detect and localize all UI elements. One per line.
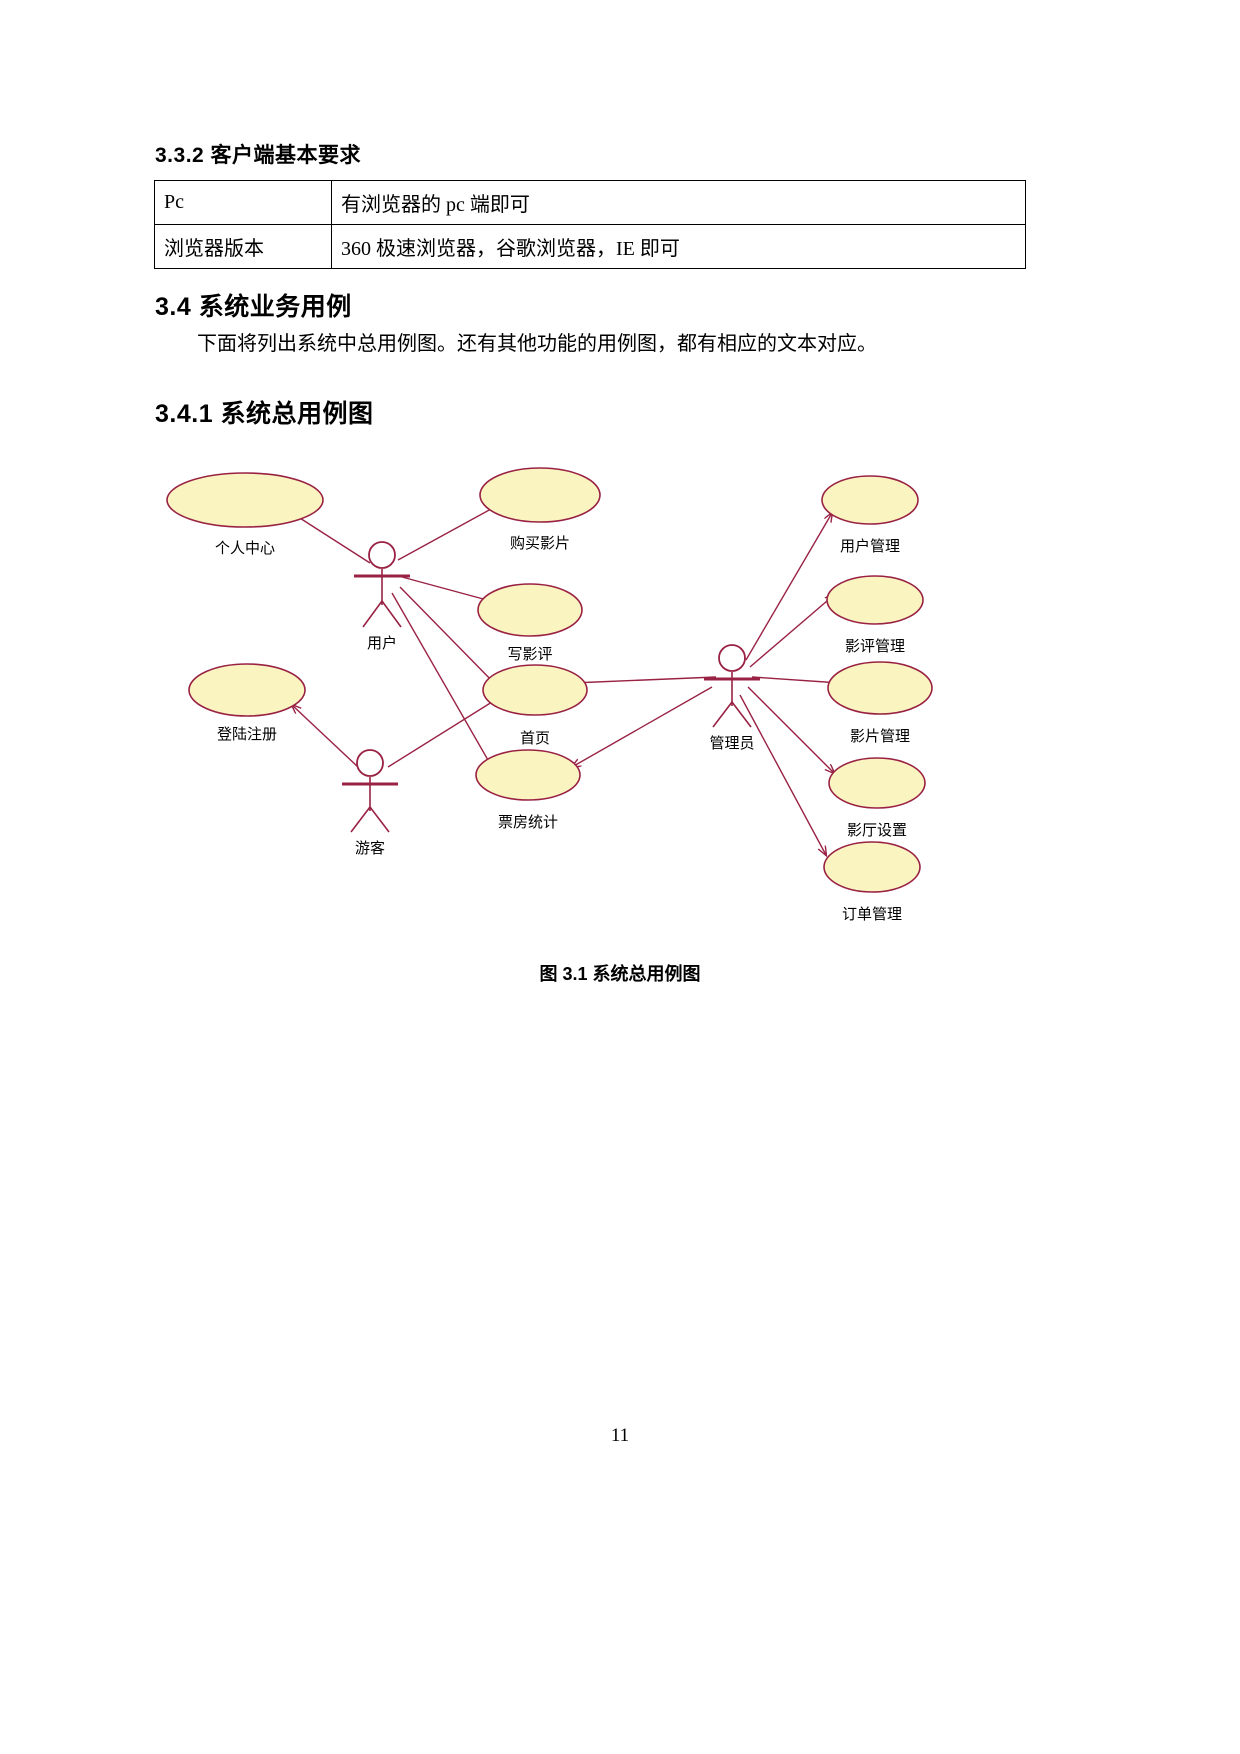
figure-caption: 图 3.1 系统总用例图: [539, 964, 701, 984]
label-review-manage: 影评管理: [845, 638, 905, 655]
link-admin-user-manage: [745, 513, 832, 661]
link-admin-review-manage: [749, 595, 834, 668]
label-actor-user: 用户: [367, 635, 397, 652]
use-case-ovals: [166, 467, 933, 893]
usecase-oval-personal-center: [166, 472, 324, 528]
usecase-oval-order-manage: [823, 841, 921, 893]
label-home-page: 首页: [520, 730, 550, 747]
table-row: 浏览器版本 360 极速浏览器，谷歌浏览器，IE 即可: [154, 224, 1026, 269]
diagram-labels: 个人中心 购买影片 写影评 登陆注册 首页 票房统计 用户管理 影评管理 影片管…: [215, 535, 910, 923]
actor-admin: [704, 644, 760, 728]
table-cell-label: 浏览器版本: [154, 224, 332, 269]
heading-3-4: 3.4 系统业务用例: [155, 293, 352, 321]
link-admin-movie-manage: [751, 676, 840, 683]
actor-user: [354, 541, 410, 628]
usecase-oval-hall-setting: [828, 757, 926, 809]
link-user-buy-movie: [397, 503, 502, 561]
link-user-home-page: [399, 586, 498, 687]
usecase-oval-movie-manage: [827, 661, 933, 715]
link-user-box-office: [391, 592, 492, 767]
label-user-manage: 用户管理: [840, 538, 900, 555]
label-buy-movie: 购买影片: [510, 535, 570, 552]
table-cell-value: 有浏览器的 pc 端即可: [331, 180, 1026, 225]
link-admin-box-office: [572, 686, 713, 767]
link-user-personal-center: [292, 513, 371, 564]
usecase-oval-home-page: [482, 664, 588, 716]
section-paragraph: 下面将列出系统中总用例图。还有其他功能的用例图，都有相应的文本对应。: [197, 333, 877, 355]
label-hall-setting: 影厅设置: [847, 822, 907, 839]
usecase-oval-buy-movie: [479, 467, 601, 523]
use-case-diagram: 个人中心 购买影片 写影评 登陆注册 首页 票房统计 用户管理 影评管理 影片管…: [120, 455, 1120, 945]
label-login-register: 登陆注册: [217, 726, 277, 743]
table-row: Pc 有浏览器的 pc 端即可: [154, 180, 1026, 225]
heading-3-4-1: 3.4.1 系统总用例图: [155, 400, 374, 428]
label-movie-manage: 影片管理: [850, 728, 910, 745]
link-guest-home-page: [387, 697, 500, 768]
usecase-oval-box-office: [475, 749, 581, 801]
table-cell-label: Pc: [154, 180, 332, 225]
label-box-office: 票房统计: [498, 814, 558, 831]
association-links: [292, 503, 840, 855]
usecase-oval-review-manage: [826, 575, 924, 625]
heading-3-3-2: 3.3.2 客户端基本要求: [155, 144, 362, 167]
label-actor-guest: 游客: [355, 840, 385, 857]
usecase-oval-login-register: [188, 663, 306, 717]
usecase-oval-user-manage: [821, 475, 919, 525]
link-admin-order-manage: [739, 694, 826, 855]
page-number: 11: [610, 1425, 630, 1446]
label-actor-admin: 管理员: [709, 735, 754, 752]
usecase-oval-write-review: [477, 583, 583, 637]
label-personal-center: 个人中心: [215, 540, 275, 557]
actor-figures: [342, 541, 760, 833]
link-guest-login-register: [292, 705, 359, 768]
label-write-review: 写影评: [507, 646, 552, 663]
link-admin-home-page: [572, 676, 717, 683]
client-requirements-table: Pc 有浏览器的 pc 端即可 浏览器版本 360 极速浏览器，谷歌浏览器，IE…: [154, 180, 1026, 269]
actor-guest: [342, 749, 398, 833]
label-order-manage: 订单管理: [842, 906, 902, 923]
table-cell-value: 360 极速浏览器，谷歌浏览器，IE 即可: [331, 224, 1026, 269]
link-admin-hall-setting: [747, 686, 834, 773]
